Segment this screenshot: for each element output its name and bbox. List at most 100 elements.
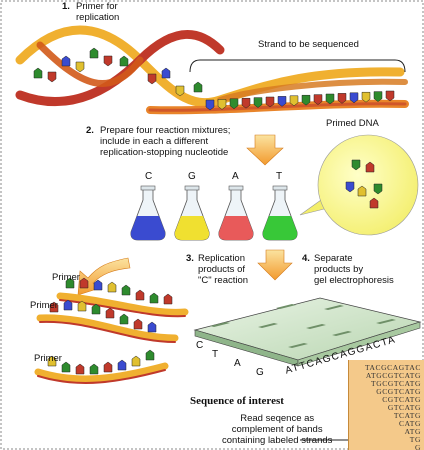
nucleotide-glyph <box>93 279 103 291</box>
nucleotide-glyph <box>131 355 141 367</box>
nucleotide-glyph <box>373 91 383 102</box>
nucleotide-glyph <box>161 67 171 79</box>
step3-label: 3. Replication products of "C" reaction <box>186 253 249 286</box>
nucleotide-glyph <box>229 98 239 110</box>
nucleotide-glyph <box>149 292 159 304</box>
nucleotide-glyph <box>313 94 323 105</box>
nucleotide-glyph <box>357 185 367 197</box>
nucleotide-glyph <box>349 92 359 104</box>
sequence-line: GCGTCATG <box>376 387 421 396</box>
nucleotide-glyph <box>369 197 379 209</box>
reaction-flasks <box>130 185 298 241</box>
gel-band <box>288 343 308 348</box>
nucleotide-glyph <box>61 55 71 67</box>
nucleotide-glyph <box>289 95 299 107</box>
primed-dna-bubble <box>299 134 419 236</box>
nucleotide-glyph <box>119 313 129 325</box>
sequence-line: CGTCATG <box>382 395 421 404</box>
sequence-line: G <box>414 443 421 450</box>
flask-a <box>218 185 254 241</box>
flask-letter-g: G <box>188 171 196 182</box>
nucleotide-glyph <box>265 96 275 108</box>
nucleotide-glyph <box>119 55 129 67</box>
nucleotide-glyph <box>91 303 101 315</box>
step4-label: 4. Separate products by gel electrophore… <box>302 253 394 286</box>
flask-g <box>174 185 210 241</box>
gel-band <box>376 319 396 324</box>
arrow-to-gel <box>257 249 293 281</box>
nucleotide-glyph <box>133 318 143 330</box>
flask-t <box>262 185 298 241</box>
nucleotide-glyph <box>117 359 127 371</box>
strand-label: Strand to be sequenced <box>258 39 359 50</box>
nucleotide-glyph <box>105 307 115 319</box>
nucleotide-glyph <box>63 299 73 311</box>
sequence-of-interest-label: Sequence of interest <box>190 395 284 407</box>
nucleotide-glyph <box>373 183 383 195</box>
gel-band <box>210 322 230 327</box>
nucleotide-glyph <box>107 281 117 293</box>
sequence-line: GTCATG <box>387 403 421 412</box>
nucleotide-glyph <box>65 277 75 289</box>
nucleotide-glyph <box>77 300 87 312</box>
step1-label: 1. Primer for replication <box>62 1 120 23</box>
nucleotide-glyph <box>217 99 227 110</box>
sequence-line: TGCGTCATG <box>371 379 421 388</box>
primed-dna-label: Primed DNA <box>326 118 379 129</box>
nucleotide-glyph <box>75 61 85 73</box>
replication-product-strands <box>34 277 189 384</box>
nucleotide-glyph <box>145 349 155 361</box>
gel-band <box>324 305 344 310</box>
nucleotide-glyph <box>163 293 173 305</box>
primer-label-2: Primer <box>30 300 58 311</box>
nucleotide-glyph <box>193 81 203 93</box>
nucleotide-glyph <box>325 93 335 105</box>
nucleotide-glyph <box>253 97 263 108</box>
sequence-line: TCATG <box>393 411 421 420</box>
nucleotide-glyph <box>135 289 145 301</box>
nucleotide-glyph <box>61 361 71 373</box>
nucleotide-glyph <box>241 97 251 109</box>
nucleotide-glyph <box>103 361 113 373</box>
gel-band <box>276 304 296 309</box>
flask-c <box>130 185 166 241</box>
electrophoresis-gel <box>193 297 422 367</box>
gel-letter-t: T <box>212 349 219 360</box>
arrow-to-products <box>77 257 131 296</box>
sequence-line: TG <box>409 435 421 444</box>
nucleotide-glyph <box>277 96 287 107</box>
nucleotide-glyph <box>89 47 99 59</box>
nucleotide-glyph <box>147 73 157 85</box>
nucleotide-glyph <box>49 301 59 313</box>
sequence-line: TACGCAGTAC <box>364 363 421 372</box>
nucleotide-glyph <box>351 159 361 171</box>
sequence-line: ATG <box>404 427 421 436</box>
gel-letter-c: C <box>196 340 204 351</box>
flask-letter-t: T <box>276 171 283 182</box>
nucleotide-glyph <box>89 363 99 375</box>
flask-letter-a: A <box>232 171 239 182</box>
nucleotide-glyph <box>147 321 157 333</box>
sequence-line: ATGCGTCATG <box>365 371 421 380</box>
gel-band <box>332 331 352 336</box>
nucleotide-glyph <box>385 90 395 102</box>
nucleotide-glyph <box>337 93 347 104</box>
gel-band <box>306 324 326 329</box>
primer-label-3: Primer <box>34 353 62 364</box>
gel-band <box>258 323 278 328</box>
arrow-to-flasks <box>246 134 284 166</box>
dna-double-helix <box>15 25 409 115</box>
nucleotide-glyph <box>175 85 185 97</box>
nucleotide-glyph <box>75 363 85 375</box>
helix-nucleotides <box>33 47 395 111</box>
gel-letter-g: G <box>256 367 264 378</box>
nucleotide-glyph <box>345 181 355 193</box>
nucleotide-glyph <box>47 355 57 367</box>
flask-letter-c: C <box>145 171 153 182</box>
nucleotide-glyph <box>365 161 375 173</box>
nucleotide-glyph <box>301 94 311 106</box>
gel-letter-a: A <box>234 358 241 369</box>
